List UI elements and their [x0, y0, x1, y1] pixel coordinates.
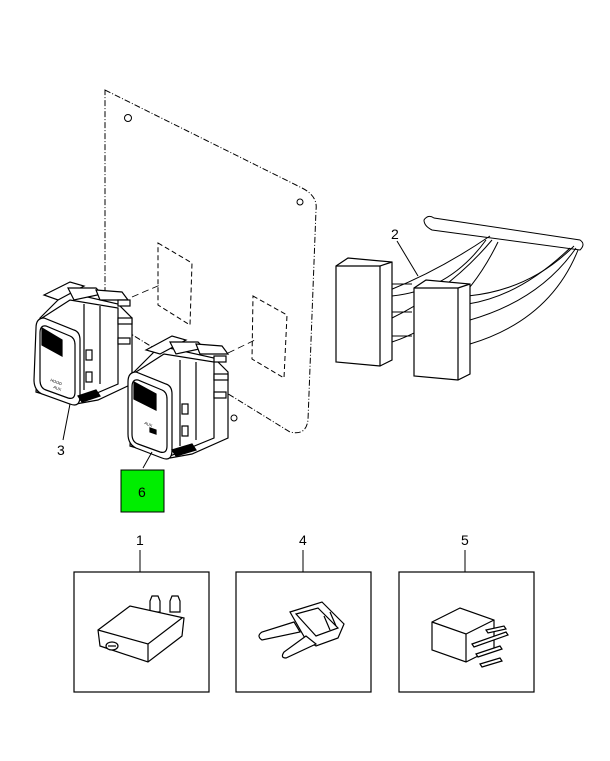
callout-4: 4 [299, 532, 307, 548]
callout-1: 1 [136, 532, 144, 548]
callout-3: 3 [57, 442, 65, 458]
alignment-lines [131, 284, 256, 354]
left-switch-label-line2: AUX [53, 384, 63, 392]
callout-6-highlight[interactable] [120, 469, 165, 513]
relay-part-5 [431, 607, 509, 668]
right-switch-label: AUX [144, 420, 154, 428]
relay-block-left [335, 257, 393, 367]
left-switch-label-line1: HOOD [50, 377, 63, 386]
callout-2: 2 [391, 226, 399, 242]
mounting-panel [104, 89, 317, 434]
detail-box-5 [398, 571, 535, 693]
panel-studs [124, 114, 304, 422]
callout-5: 5 [461, 532, 469, 548]
relay-module-part-1 [97, 595, 185, 663]
callout-leaders [62, 240, 419, 469]
rocker-switch-left [33, 281, 133, 406]
detail-box-4 [235, 571, 372, 693]
rocker-switch-right [127, 335, 230, 460]
relay-block-right [413, 279, 471, 381]
detail-box-1 [73, 571, 210, 693]
blade-fuse-part-4 [258, 601, 345, 659]
panel-cutouts [157, 242, 288, 379]
callout-6: 6 [138, 484, 146, 500]
